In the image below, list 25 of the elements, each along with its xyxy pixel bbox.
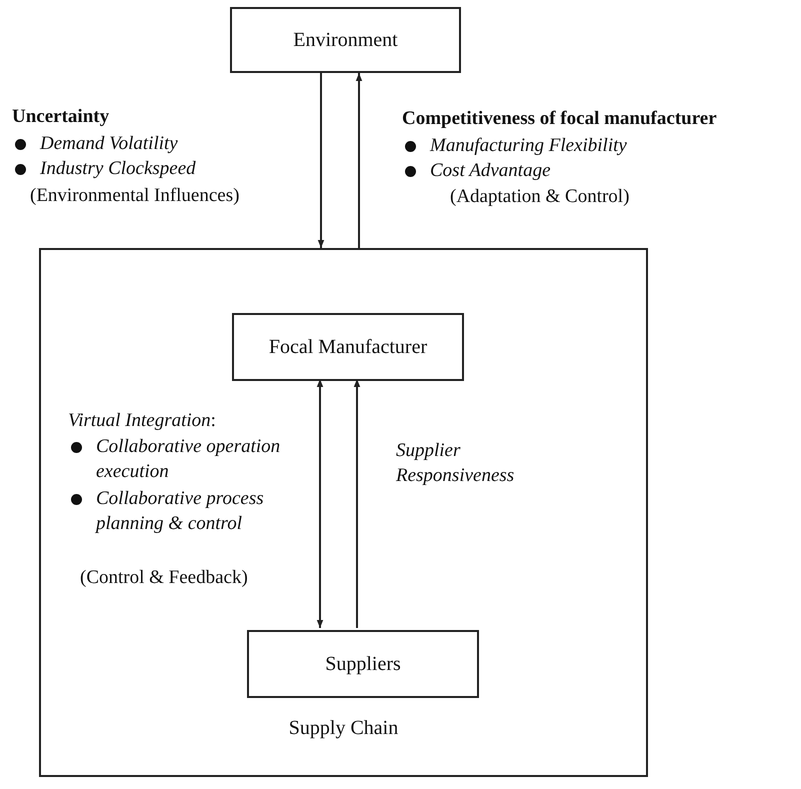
box-label: Suppliers — [324, 652, 402, 676]
heading-label: Uncertainty — [12, 105, 110, 129]
process-box — [230, 7, 461, 73]
annotation-text: Virtual Integration: — [68, 409, 216, 433]
process-box — [39, 248, 648, 777]
arrow — [354, 379, 360, 628]
bullet-text: Industry Clockspeed — [40, 157, 196, 181]
bullet-text: Demand Volatility — [40, 132, 178, 156]
box-label: Focal Manufacturer — [268, 335, 428, 359]
annotation-text: (Adaptation & Control) — [450, 185, 630, 209]
annotation-text: (Environmental Influences) — [30, 184, 240, 208]
process-box — [232, 313, 464, 381]
arrow — [318, 73, 324, 248]
arrow — [316, 379, 324, 628]
bullet-text: Collaborative process planning & control — [96, 487, 265, 536]
heading-label: Competitiveness of focal manufacturer — [402, 107, 717, 131]
annotation-text: (Control & Feedback) — [80, 566, 248, 590]
box-label: Supply Chain — [288, 716, 400, 740]
bullet-text: Cost Advantage — [430, 159, 551, 183]
box-label: Environment — [292, 28, 399, 52]
process-box — [247, 630, 479, 698]
annotation-text: Supplier Responsiveness — [396, 439, 516, 488]
bullet-text: Manufacturing Flexibility — [430, 134, 627, 158]
bullet-text: Collaborative operation execution — [96, 435, 282, 484]
arrow — [356, 73, 362, 248]
